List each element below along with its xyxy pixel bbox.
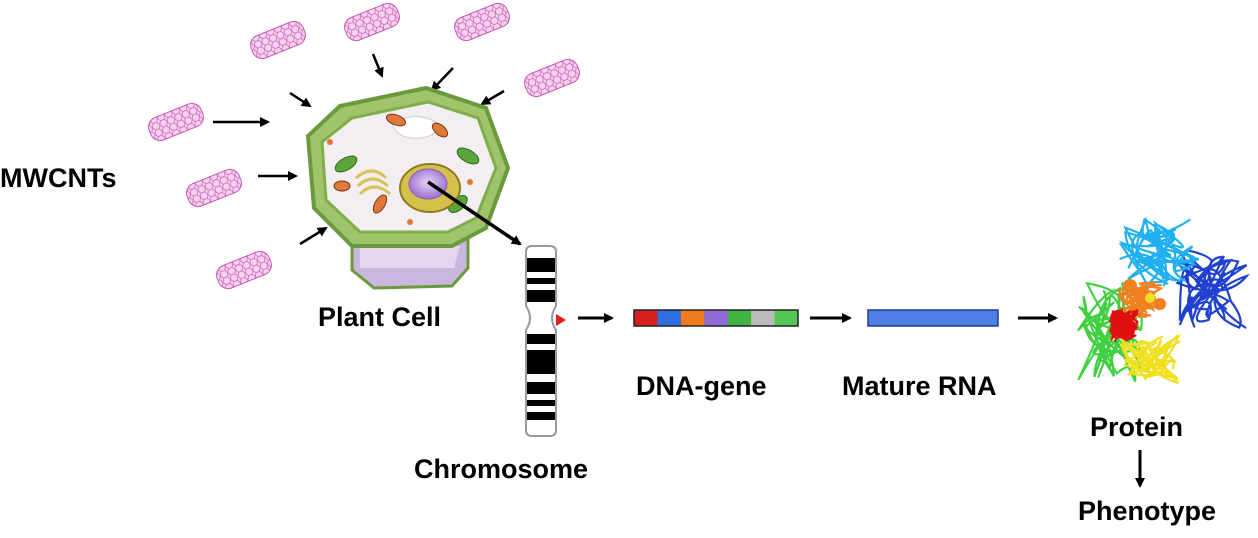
arrow — [427, 180, 522, 246]
nanotube — [216, 250, 272, 290]
mature-rna-bar — [867, 309, 999, 327]
arrow — [371, 53, 384, 78]
nanotube — [148, 102, 204, 142]
dna-segment — [680, 310, 705, 326]
chromosome-band — [527, 382, 555, 394]
protein-ribbon — [1077, 281, 1126, 381]
chromosome-band — [527, 278, 555, 284]
protein-label: Protein — [1090, 412, 1184, 442]
ligand-sphere — [1117, 321, 1135, 339]
dna-segment — [634, 310, 658, 326]
dna-segment — [704, 310, 729, 326]
nanotube — [186, 168, 242, 208]
protein-ribbon — [1083, 289, 1143, 363]
nanotube — [454, 2, 510, 42]
chromosome-band — [527, 334, 555, 344]
arrow — [480, 89, 505, 106]
nanotube — [250, 20, 306, 60]
chromosome-band — [527, 350, 555, 374]
arrow — [430, 67, 454, 92]
protein-structure — [1077, 216, 1250, 385]
chromosome-band — [527, 290, 555, 302]
protein-ribbon — [1083, 301, 1133, 356]
dna-segment — [727, 310, 752, 326]
protein-ribbon — [1123, 218, 1191, 285]
ligand-sphere — [1136, 286, 1148, 298]
mature-rna-label: Mature RNA — [842, 371, 997, 401]
dna-segment — [657, 310, 682, 326]
dna-gene-label: DNA-gene — [636, 371, 767, 401]
plant-cell-illustration — [305, 85, 511, 290]
ligand-sphere — [1145, 293, 1155, 303]
ligand-sphere — [1154, 298, 1166, 310]
protein-ribbon — [1123, 222, 1182, 286]
protein-ribbon — [1127, 338, 1173, 381]
plant-cell-label: Plant Cell — [318, 302, 442, 332]
dna-segment — [774, 310, 799, 326]
organelles — [327, 113, 480, 225]
arrow — [289, 91, 312, 108]
phenotype-label: Phenotype — [1078, 496, 1217, 526]
nanotube-group — [148, 2, 580, 290]
gene-locus-marker — [556, 314, 566, 326]
chromosome-label: Chromosome — [414, 454, 589, 484]
nanotube — [524, 58, 580, 98]
dna-outline — [633, 309, 799, 327]
chromosome-band — [527, 258, 555, 272]
chromosome-band — [527, 412, 555, 420]
nanotube — [344, 2, 400, 42]
uptake-arrows — [213, 53, 505, 246]
dna-segment — [751, 310, 776, 326]
chromosome-band — [527, 400, 555, 406]
protein-ribbon — [1178, 255, 1231, 321]
ligand-sphere — [1123, 279, 1137, 293]
arrow — [299, 226, 328, 246]
chromosome-illustration — [525, 245, 566, 437]
dna-gene-bar — [633, 309, 799, 327]
mwcnts-label: MWCNTs — [0, 163, 117, 193]
